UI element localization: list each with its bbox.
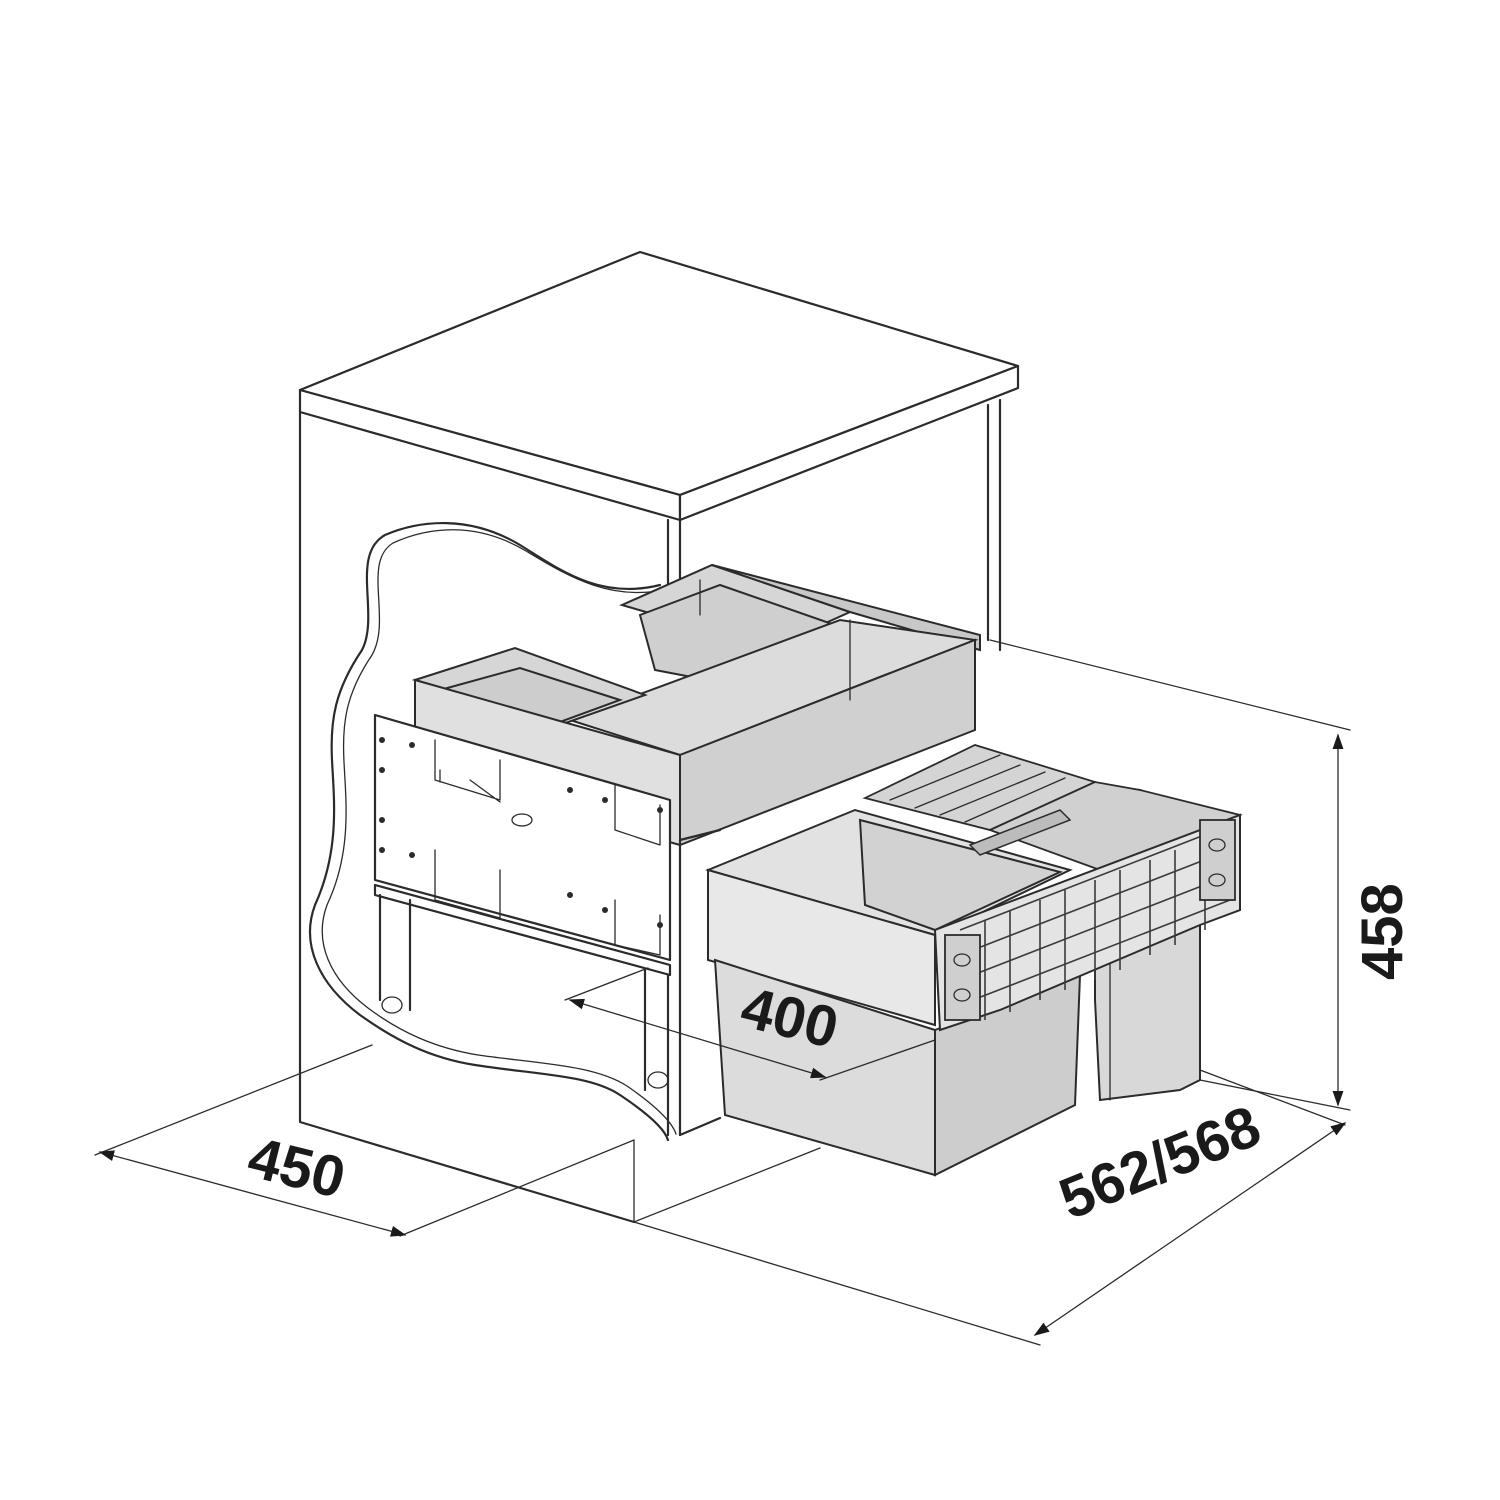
- dimension-lines: [94, 639, 1351, 1346]
- dimension-width-label: 450: [242, 1125, 352, 1211]
- cutaway-outline: [308, 521, 670, 1142]
- dimension-height-label: 458: [1350, 883, 1415, 980]
- dimension-depth-label: 562/568: [1051, 1093, 1270, 1232]
- upper-back-bins: [411, 563, 981, 847]
- front-mounting-plate: [373, 713, 672, 1137]
- cabinet-body: [298, 250, 1020, 1224]
- main-pullout-bins: [678, 744, 1243, 1177]
